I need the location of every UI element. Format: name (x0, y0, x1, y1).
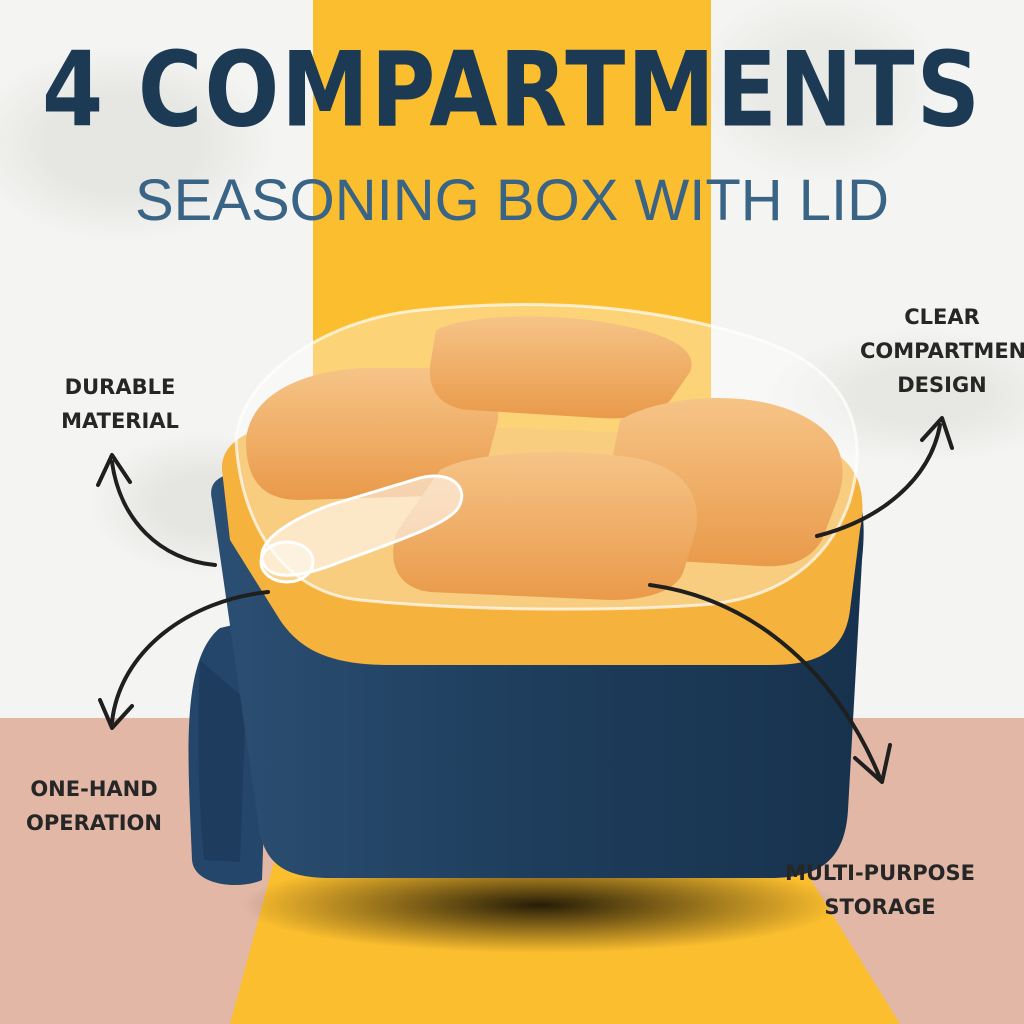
ground-shadow (240, 857, 840, 953)
feature-one-hand-operation: ONE-HAND OPERATION (26, 777, 162, 835)
callout-arrows (96, 416, 954, 784)
compartment-front (393, 452, 697, 600)
feature-multi-purpose-storage: MULTI-PURPOSE STORAGE (784, 861, 976, 919)
page-title: 4 COMPARTMENTS (42, 28, 982, 151)
feature-durable-material: DURABLE MATERIAL (61, 375, 179, 433)
page-subtitle: SEASONING BOX WITH LID (134, 168, 890, 233)
arrow-onehand (110, 590, 270, 724)
arrow-clear (815, 423, 942, 538)
compartments (246, 316, 843, 600)
compartment-left (246, 368, 499, 500)
arrow-durable (110, 460, 217, 567)
spoon-icon (259, 474, 464, 584)
compartment-top (429, 316, 692, 419)
arrow-multi (648, 583, 882, 780)
feature-clear-compartment-design: CLEAR COMPARTMENT DESIGN (860, 305, 1024, 397)
